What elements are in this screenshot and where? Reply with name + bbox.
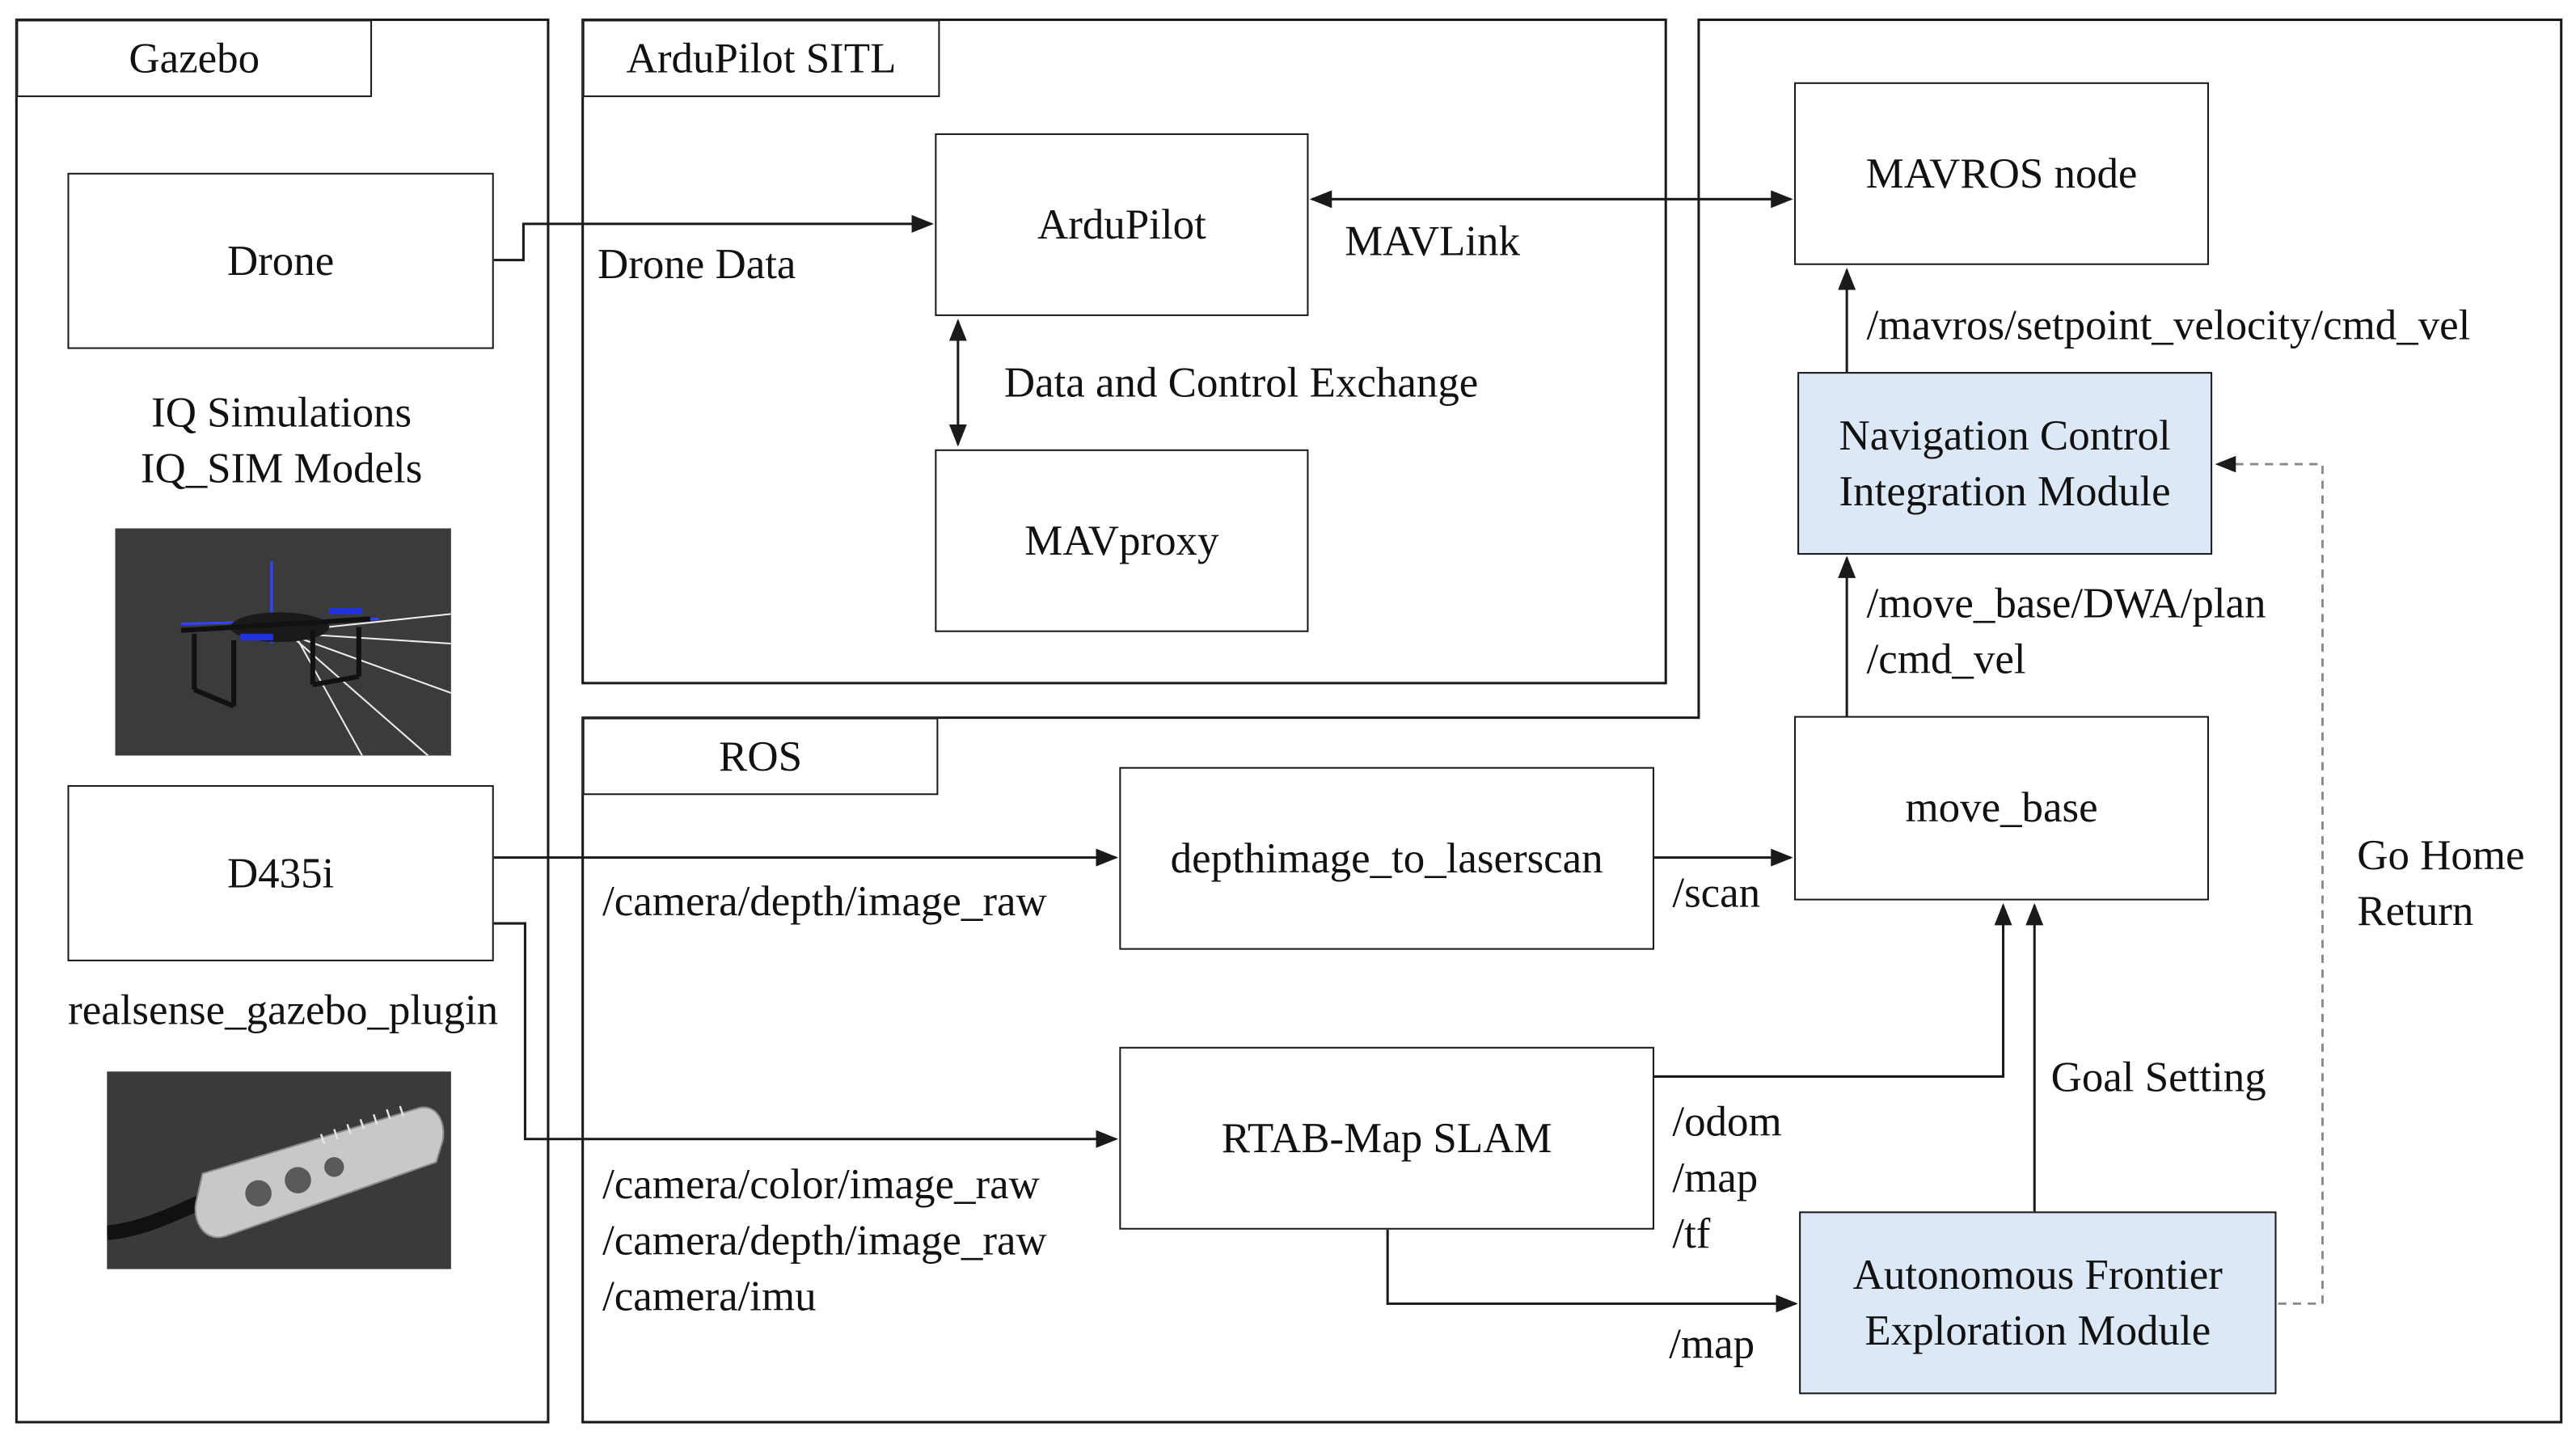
rtab-topic-1: /camera/color/image_raw — [602, 1160, 1040, 1209]
sitl-title: ArduPilot SITL — [626, 33, 897, 82]
rtab-map-node: RTAB-Map SLAM — [1119, 1046, 1654, 1230]
scan-topic-label: /scan — [1672, 868, 1761, 917]
rtab-topic-3: /camera/imu — [602, 1272, 817, 1320]
iq-simulations-label: IQ Simulations IQ_SIM Models — [65, 385, 496, 496]
map-topic-label: /map — [1669, 1320, 1755, 1368]
nav-module-line-2: Integration Module — [1839, 467, 2171, 515]
d435i-node: D435i — [67, 785, 494, 961]
rgbd-arrow — [493, 922, 1119, 1148]
exchange-label: Data and Control Exchange — [1003, 358, 1479, 407]
go-home-line-1: Go Home — [2357, 831, 2525, 880]
move-base-label: move_base — [1905, 783, 2098, 832]
go-home-label: Go Home Return — [2357, 828, 2524, 940]
depth-to-scan-node: depthimage_to_laserscan — [1119, 766, 1654, 950]
gazebo-tab: Gazebo — [16, 19, 373, 98]
nav-module-line-1: Navigation Control — [1839, 410, 2171, 458]
ardupilot-label: ArduPilot — [1037, 200, 1206, 248]
drone-data-label: Drone Data — [597, 240, 796, 289]
explore-module-line-2: Exploration Module — [1864, 1306, 2211, 1354]
mavproxy-label: MAVproxy — [1024, 516, 1219, 564]
plan-line-1: /move_base/DWA/plan — [1866, 579, 2266, 627]
mavros-node: MAVROS node — [1794, 82, 2210, 265]
depth-topic-label: /camera/depth/image_raw — [602, 877, 1047, 926]
nav-control-module: Navigation Control Integration Module — [1797, 372, 2213, 555]
sitl-tab: ArduPilot SITL — [582, 19, 940, 98]
sitl-panel — [581, 18, 1667, 685]
rtab-map-label: RTAB-Map SLAM — [1221, 1113, 1552, 1162]
go-home-arrow — [2215, 455, 2324, 1305]
drone-render-icon — [115, 528, 451, 756]
ardupilot-node: ArduPilot — [935, 133, 1309, 316]
drone-label: Drone — [226, 236, 335, 285]
drone-node: Drone — [67, 172, 494, 349]
rtab-topic-2: /camera/depth/image_raw — [602, 1216, 1047, 1265]
ros-tab: ROS — [582, 717, 939, 796]
plan-topic-label: /move_base/DWA/plan /cmd_vel — [1867, 576, 2266, 688]
gazebo-title: Gazebo — [129, 33, 260, 82]
realsense-camera-render-icon — [107, 1071, 451, 1269]
realsense-plugin-label: realsense_gazebo_plugin — [68, 986, 499, 1034]
rtab-out-2: /map — [1672, 1154, 1759, 1202]
iq-line-2: IQ_SIM Models — [140, 444, 423, 492]
goal-setting-label: Goal Setting — [2050, 1053, 2266, 1101]
odom-arrow — [1653, 902, 2012, 1078]
rtab-out-1: /odom — [1672, 1097, 1782, 1146]
ros-title: ROS — [719, 731, 803, 779]
go-home-line-2: Return — [2357, 887, 2474, 935]
camera-render-drawing — [107, 1071, 451, 1269]
rtab-out-3: /tf — [1672, 1210, 1711, 1258]
mavlink-label: MAVLink — [1345, 217, 1520, 265]
mavros-label: MAVROS node — [1865, 149, 2138, 197]
exploration-module: Autonomous Frontier Exploration Module — [1799, 1211, 2277, 1395]
depth-to-scan-label: depthimage_to_laserscan — [1170, 834, 1603, 882]
explore-module-line-1: Autonomous Frontier — [1852, 1250, 2223, 1299]
plan-line-2: /cmd_vel — [1866, 635, 2026, 683]
drone-render-drawing — [115, 528, 451, 756]
d435i-label: D435i — [226, 848, 335, 897]
rtab-input-topics: /camera/color/image_raw /camera/depth/im… — [602, 1157, 1047, 1325]
rtab-output-topics: /odom /map /tf — [1672, 1095, 1781, 1263]
map-arrow — [1386, 1229, 1798, 1313]
mavproxy-node: MAVproxy — [935, 449, 1309, 632]
move-base-node: move_base — [1794, 716, 2210, 901]
ros-panel — [581, 18, 2563, 1424]
drone-data-arrow — [493, 214, 935, 262]
setpoint-topic-label: /mavros/setpoint_velocity/cmd_vel — [1866, 301, 2471, 349]
iq-line-1: IQ Simulations — [151, 388, 412, 437]
